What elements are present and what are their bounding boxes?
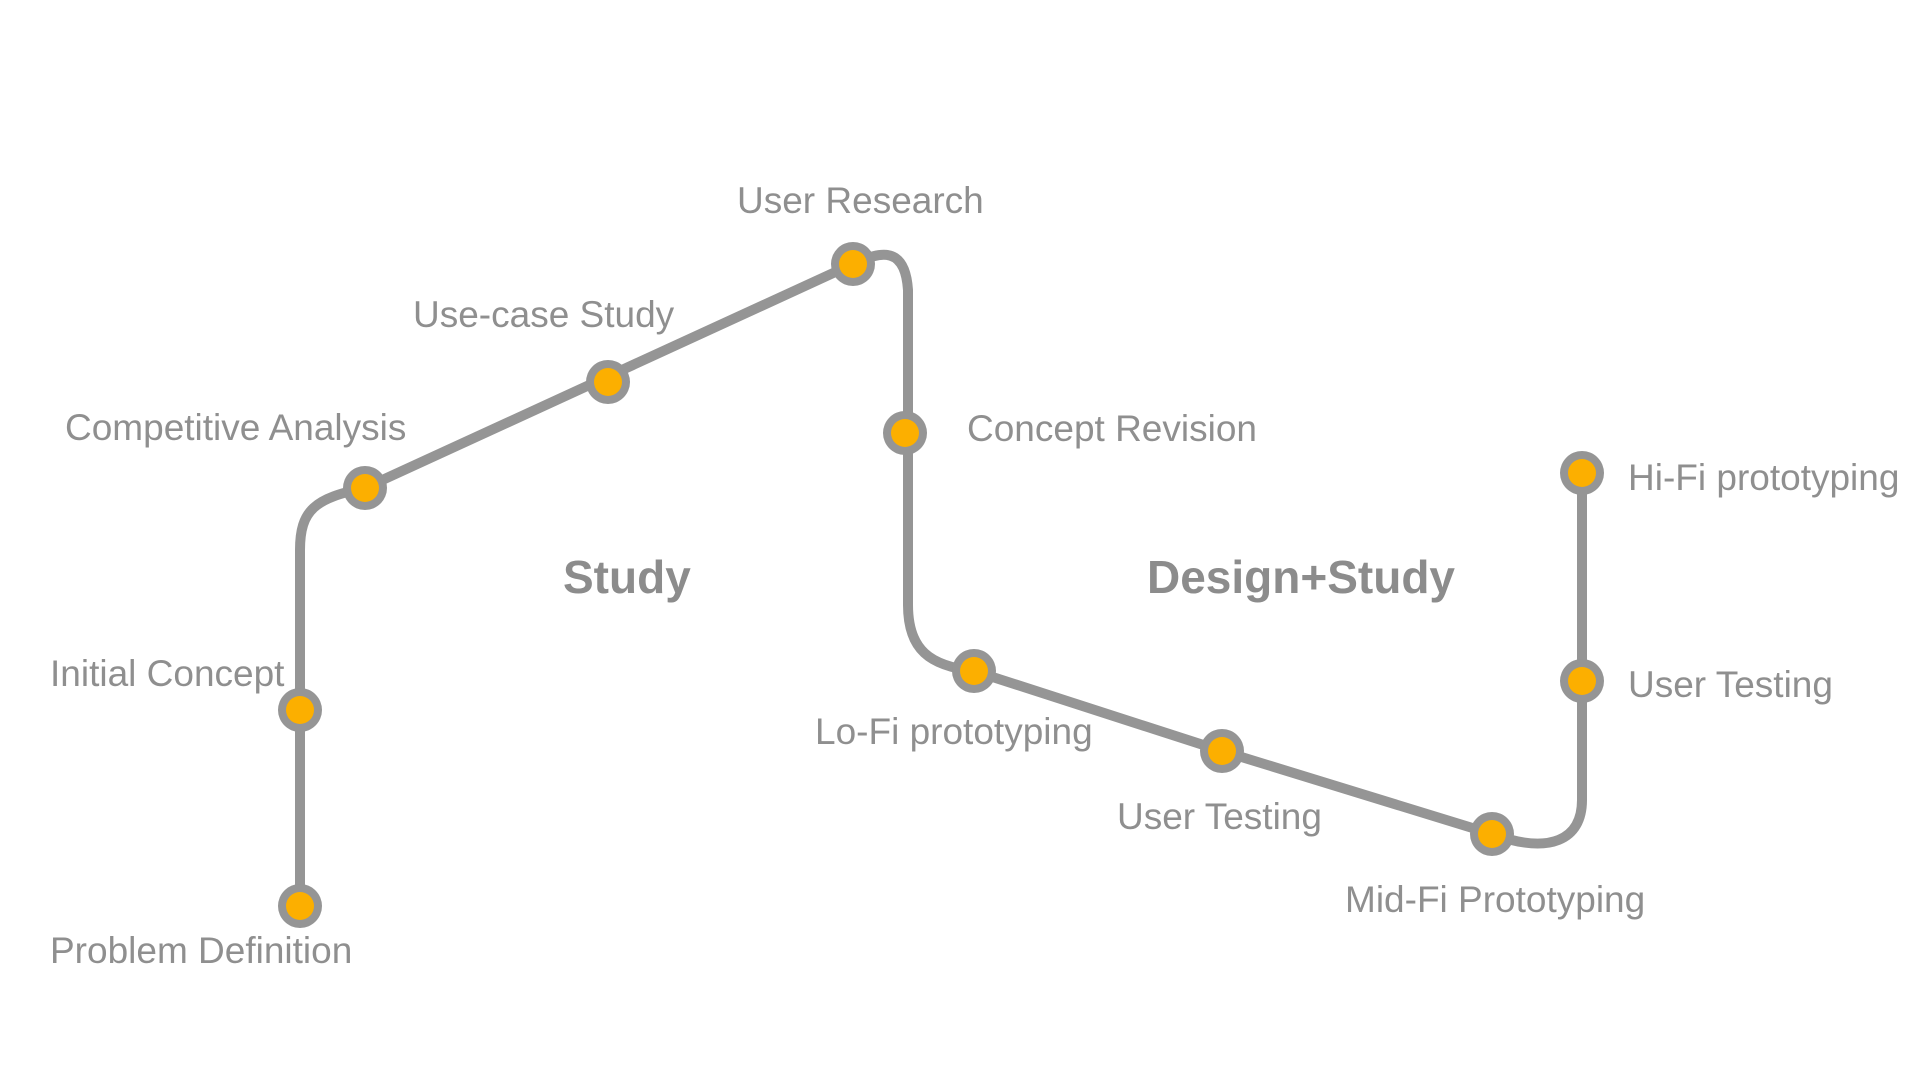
milestone-label-initial-concept: Initial Concept <box>50 653 285 694</box>
milestone-node <box>278 884 322 928</box>
milestone-label-hifi-prototyping: Hi-Fi prototyping <box>1628 457 1899 498</box>
milestone-label-midfi-prototyping: Mid-Fi Prototyping <box>1345 879 1645 920</box>
milestone-label-user-research: User Research <box>737 180 984 221</box>
phase-label-design-study: Design+Study <box>1147 551 1455 603</box>
milestone-node <box>883 411 927 455</box>
milestone-label-user-testing-1: User Testing <box>1117 796 1322 837</box>
milestone-label-problem-definition: Problem Definition <box>50 930 352 971</box>
milestone-label-competitive-analysis: Competitive Analysis <box>65 407 406 448</box>
milestone-node <box>586 360 630 404</box>
milestone-label-use-case-study: Use-case Study <box>413 294 675 335</box>
milestone-label-lofi-prototyping: Lo-Fi prototyping <box>815 711 1093 752</box>
milestone-node <box>1470 812 1514 856</box>
milestone-node <box>1560 451 1604 495</box>
milestone-nodes <box>278 242 1604 928</box>
milestone-node <box>278 688 322 732</box>
milestone-node <box>1200 729 1244 773</box>
milestone-label-user-testing-2: User Testing <box>1628 664 1833 705</box>
milestone-label-concept-revision: Concept Revision <box>967 408 1257 449</box>
milestone-node <box>343 466 387 510</box>
milestone-node <box>952 649 996 693</box>
roadmap-track <box>295 249 1587 911</box>
phase-label-study: Study <box>563 551 691 603</box>
milestone-node <box>831 242 875 286</box>
milestone-labels: Problem Definition Initial Concept Compe… <box>50 180 1899 971</box>
milestone-node <box>1560 659 1604 703</box>
